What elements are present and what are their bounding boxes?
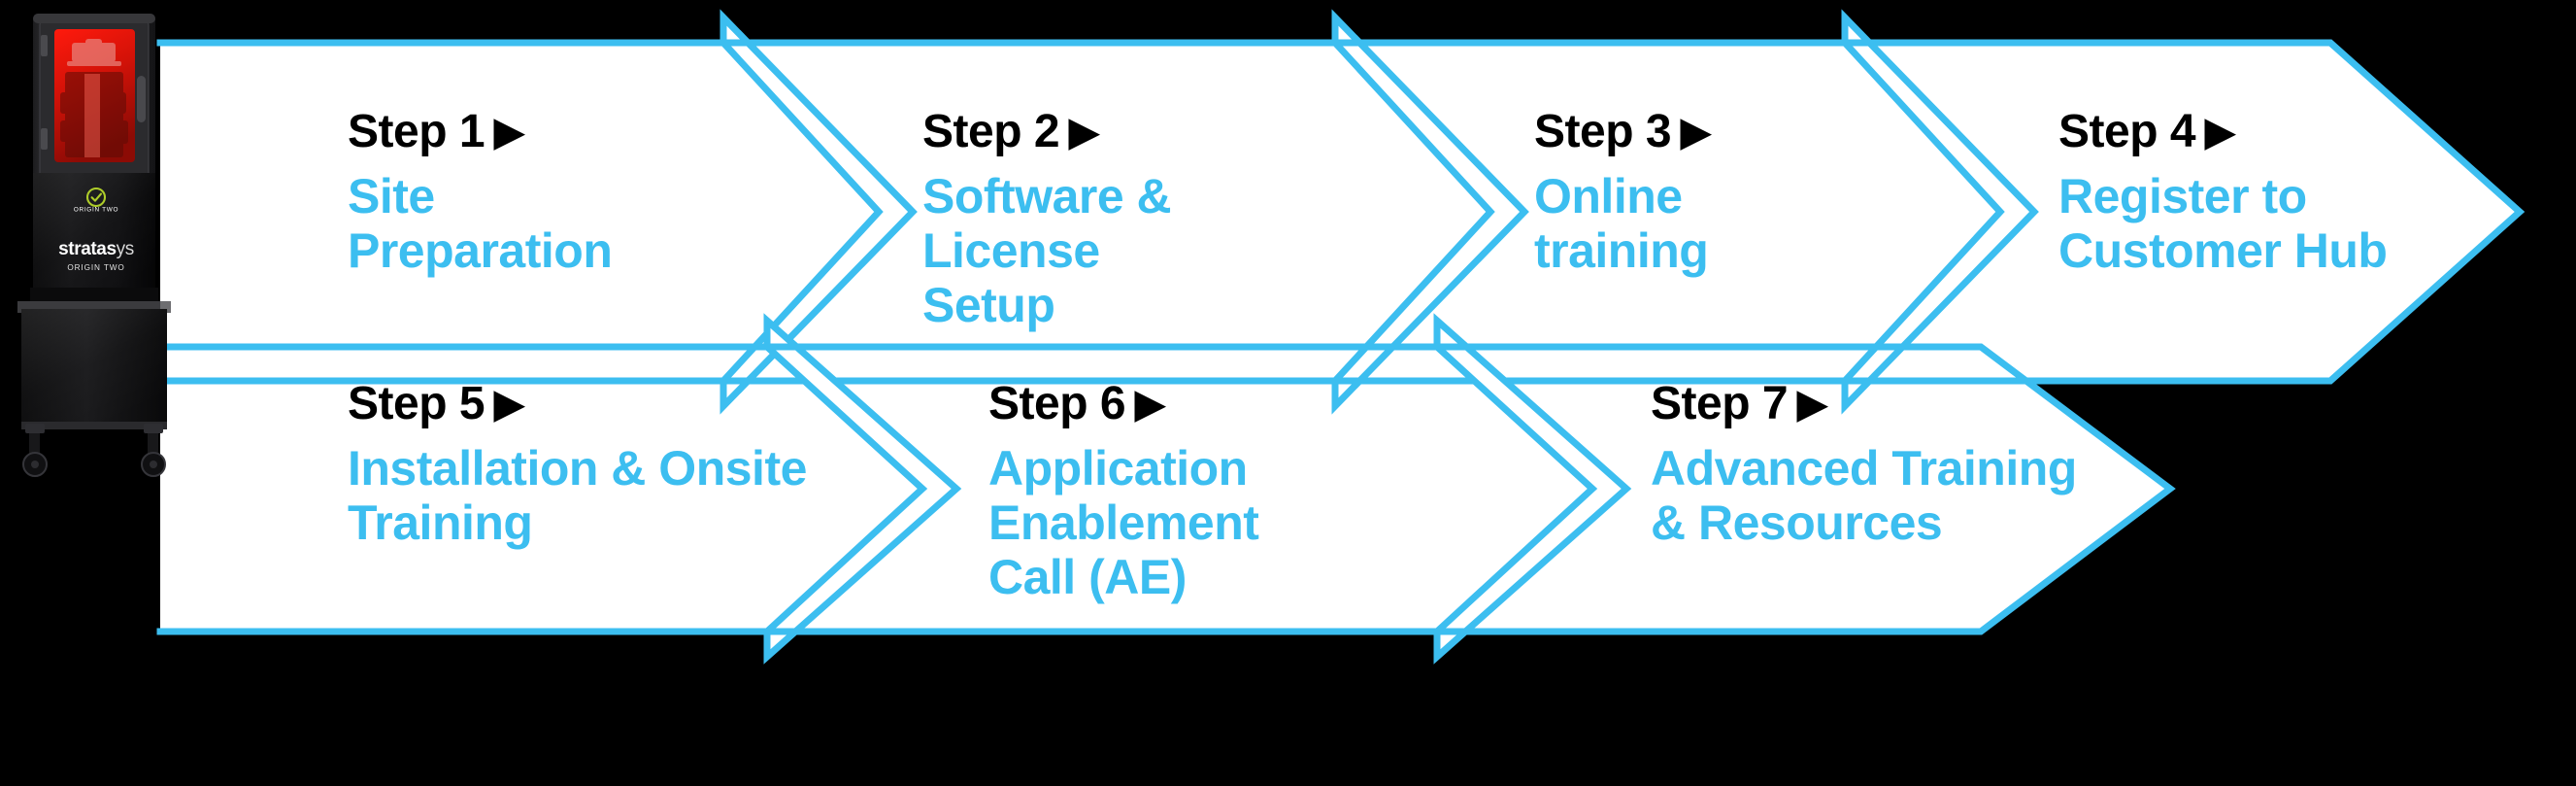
step-4-head: Step 4▶	[2058, 109, 2447, 155]
step-2-head-label: Step 2	[922, 106, 1060, 157]
step-7-title-line-2: & Resources	[1651, 496, 1943, 550]
step-4-title: Register to Customer Hub	[2058, 169, 2447, 278]
step-7-head-label: Step 7	[1651, 378, 1789, 429]
step-block-5[interactable]: Step 5▶ Installation & Onsite Training	[348, 381, 814, 551]
brand-wordmark: stratasys	[58, 239, 134, 259]
step-block-7[interactable]: Step 7▶ Advanced Training & Resources	[1651, 381, 2117, 551]
printer-lower-panel: ORIGIN TWO stratasys ORIGIN TWO	[30, 173, 158, 301]
step-1-title-line-1: Site Preparation	[348, 169, 613, 278]
step-6-head: Step 6▶	[988, 381, 1493, 427]
caret-right-icon: ▶	[2205, 111, 2235, 154]
step-2-title: Software & License Setup	[922, 169, 1330, 332]
step-2-title-line-2: Setup	[922, 278, 1055, 332]
step-block-1[interactable]: Step 1▶ Site Preparation	[348, 109, 678, 279]
printer-product-photo: ORIGIN TWO stratasys ORIGIN TWO	[17, 14, 171, 477]
step-block-3[interactable]: Step 3▶ Online training	[1534, 109, 1864, 279]
step-6-head-label: Step 6	[988, 378, 1126, 429]
step-5-title-line-2: Training	[348, 496, 533, 550]
step-6-title: Application Enablement Call (AE)	[988, 441, 1493, 604]
step-3-head: Step 3▶	[1534, 109, 1864, 155]
top-row-ribbon-outline	[156, 39, 2526, 385]
caret-right-icon: ▶	[1797, 383, 1827, 426]
step-4-head-label: Step 4	[2058, 106, 2196, 157]
caret-right-icon: ▶	[1681, 111, 1711, 154]
step-5-head-label: Step 5	[348, 378, 485, 429]
step-3-title-line-1: Online training	[1534, 169, 1709, 278]
step-7-title: Advanced Training & Resources	[1651, 441, 2117, 550]
step-3-title: Online training	[1534, 169, 1864, 278]
step-5-title: Installation & Onsite Training	[348, 441, 814, 550]
step-6-title-line-2: Call (AE)	[988, 550, 1187, 604]
step-1-head-label: Step 1	[348, 106, 485, 157]
step-block-4[interactable]: Step 4▶ Register to Customer Hub	[2058, 109, 2447, 279]
printer-cart	[17, 301, 171, 477]
step-4-title-line-1: Register to	[2058, 169, 2307, 223]
step-2-head: Step 2▶	[922, 109, 1330, 155]
status-check-icon	[85, 187, 107, 208]
step-2-title-line-1: Software & License	[922, 169, 1172, 278]
step-5-head: Step 5▶	[348, 381, 814, 427]
step-6-title-line-1: Application Enablement	[988, 441, 1259, 550]
step-1-head: Step 1▶	[348, 109, 678, 155]
step-7-title-line-1: Advanced Training	[1651, 441, 2077, 496]
step-5-title-line-1: Installation & Onsite	[348, 441, 807, 496]
bottom-row-ribbon-fill	[160, 347, 2170, 632]
bottom-row-ribbon-outline	[156, 343, 2176, 635]
caret-right-icon: ▶	[1135, 383, 1165, 426]
step-block-2[interactable]: Step 2▶ Software & License Setup	[922, 109, 1330, 333]
caret-right-icon: ▶	[494, 111, 524, 154]
step-block-6[interactable]: Step 6▶ Application Enablement Call (AE)	[988, 381, 1493, 605]
step-1-title: Site Preparation	[348, 169, 678, 278]
caret-right-icon: ▶	[1069, 111, 1099, 154]
panel-status-label: ORIGIN TWO	[74, 207, 118, 214]
brand-model-label: ORIGIN TWO	[67, 263, 124, 272]
step-3-head-label: Step 3	[1534, 106, 1672, 157]
step-7-head: Step 7▶	[1651, 381, 2117, 427]
caret-right-icon: ▶	[494, 383, 524, 426]
step-4-title-line-2: Customer Hub	[2058, 223, 2388, 278]
